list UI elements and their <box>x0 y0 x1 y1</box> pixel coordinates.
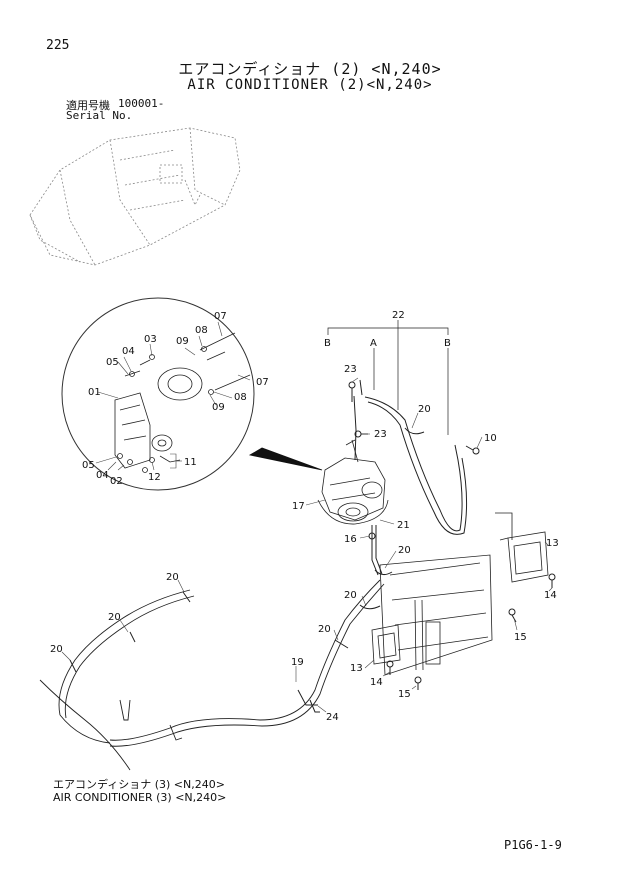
reference-english: AIR CONDITIONER (3) <N,240> <box>53 791 227 804</box>
callout-b: B <box>324 338 331 349</box>
clamps <box>69 381 556 713</box>
hose-lines <box>353 379 468 576</box>
compressor-assembly <box>317 439 389 525</box>
callout-23: 23 <box>344 364 357 375</box>
callout-20: 20 <box>108 612 121 623</box>
callout-01: 01 <box>88 387 101 398</box>
callout-22: 22 <box>392 310 405 321</box>
callout-10: 10 <box>484 433 497 444</box>
callout-17: 17 <box>292 501 305 512</box>
callout-16: 16 <box>344 534 357 545</box>
callout-19: 19 <box>291 657 304 668</box>
callout-20: 20 <box>166 572 179 583</box>
callout-14: 14 <box>544 590 557 601</box>
page-number: 225 <box>46 38 70 53</box>
callout-12: 12 <box>148 472 161 483</box>
detail-callout-arrow <box>248 447 323 471</box>
callout-20: 20 <box>398 545 411 556</box>
reference-japanese: エアコンディショナ (3) <N,240> <box>53 778 225 791</box>
callout-20: 20 <box>318 624 331 635</box>
callout-07: 07 <box>256 377 269 388</box>
callout-04: 04 <box>122 346 135 357</box>
hose-label-bracket <box>327 320 449 435</box>
callout-04: 04 <box>96 470 109 481</box>
callout-03: 03 <box>144 334 157 345</box>
detail-callouts: 01 02 03 04 04 05 05 07 07 08 08 09 09 1… <box>82 311 269 487</box>
main-callouts: 22 A B B 23 23 20 10 17 21 16 20 13 14 2… <box>50 310 559 723</box>
callout-15: 15 <box>514 632 527 643</box>
serial-label-japanese: 適用号機 <box>66 99 110 112</box>
callout-13: 13 <box>546 538 559 549</box>
machine-outline <box>29 127 241 266</box>
callout-07: 07 <box>214 311 227 322</box>
title-english: AIR CONDITIONER (2)<N,240> <box>187 77 433 93</box>
callout-05: 05 <box>106 357 119 368</box>
figure-code: P1G6-1-9 <box>504 838 562 852</box>
callout-24: 24 <box>326 712 339 723</box>
callout-23: 23 <box>374 429 387 440</box>
callout-20: 20 <box>50 644 63 655</box>
callout-09: 09 <box>176 336 189 347</box>
callout-20: 20 <box>344 590 357 601</box>
callout-21: 21 <box>397 520 410 531</box>
bracket-plates <box>371 512 549 665</box>
detail-circle <box>61 297 255 491</box>
serial-value: 100001- <box>118 97 165 110</box>
callout-20: 20 <box>418 404 431 415</box>
callout-08: 08 <box>234 392 247 403</box>
callout-05: 05 <box>82 460 95 471</box>
long-hose <box>39 579 385 771</box>
callout-14: 14 <box>370 677 383 688</box>
detail-compressor <box>114 332 251 473</box>
callout-15: 15 <box>398 689 411 700</box>
callout-a: A <box>370 338 377 349</box>
callout-11: 11 <box>184 457 197 468</box>
condenser <box>379 554 493 676</box>
callout-08: 08 <box>195 325 208 336</box>
callout-13: 13 <box>350 663 363 674</box>
title-japanese: エアコンディショナ (2) <N,240> <box>178 60 442 78</box>
serial-label-english: Serial No. <box>66 109 133 122</box>
callout-b: B <box>444 338 451 349</box>
callout-09: 09 <box>212 402 225 413</box>
callout-02: 02 <box>110 476 123 487</box>
